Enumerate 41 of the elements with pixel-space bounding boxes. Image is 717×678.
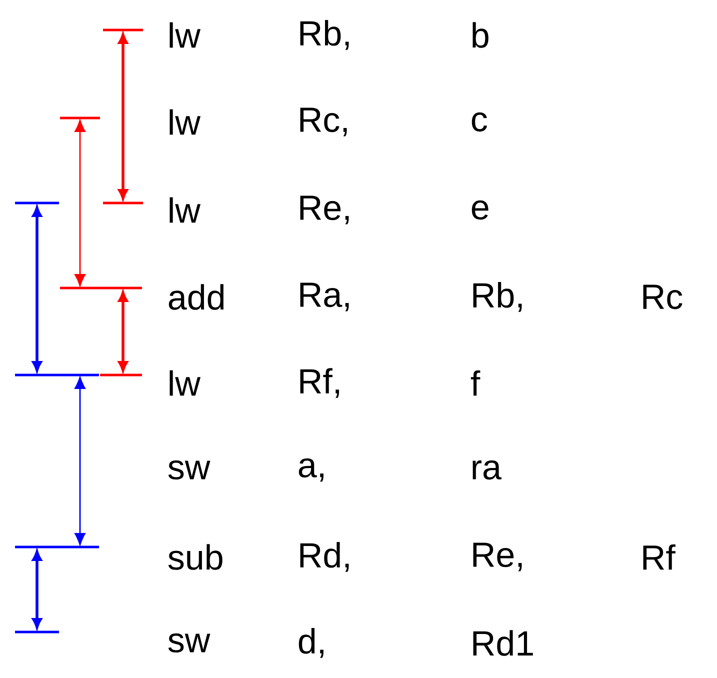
instruction-text: b (472, 22, 488, 48)
instruction-text: ra (472, 460, 502, 480)
instruction-text: Rd, (300, 542, 349, 572)
instruction-text: Rc, (300, 108, 347, 136)
tick-mark (14, 202, 60, 204)
instruction-text: lw (170, 370, 201, 396)
instruction-text: e (472, 200, 488, 220)
instruction-text: Re, (300, 196, 349, 224)
tick-mark (58, 116, 102, 120)
instruction-text: sw (168, 633, 210, 653)
instruction-text: d, (298, 628, 324, 658)
double-arrow (118, 292, 128, 372)
tick-mark (14, 546, 100, 548)
tick-mark (102, 28, 144, 32)
instruction-text: Rc (643, 284, 682, 310)
tick-mark (14, 374, 100, 376)
instruction-text: Rb, (300, 20, 349, 50)
instruction-text: Rb, (473, 282, 522, 312)
instruction-text: Ra, (300, 282, 349, 312)
instruction-text: a, (298, 458, 324, 482)
instruction-text: Re, (473, 542, 522, 572)
tick-mark (58, 286, 144, 290)
instruction-text: lw (170, 22, 201, 48)
instruction-text: Rf (643, 544, 676, 570)
tick-mark (98, 374, 144, 376)
tick-mark (102, 202, 144, 204)
double-arrow (32, 206, 42, 372)
double-arrow (118, 34, 128, 200)
instruction-text: Rd1 (473, 630, 533, 656)
instruction-text: sub (168, 544, 222, 570)
instruction-text: add (168, 284, 224, 310)
tick-mark (14, 630, 60, 634)
double-arrow (74, 376, 86, 546)
instruction-text: lw (170, 109, 201, 135)
instruction-text: Rf, (300, 368, 339, 398)
instruction-text: lw (170, 197, 201, 223)
double-arrow (32, 550, 42, 628)
instruction-text: sw (168, 460, 210, 480)
double-arrow (74, 120, 86, 286)
instruction-text: f (470, 370, 480, 396)
instruction-text: c (472, 112, 487, 132)
